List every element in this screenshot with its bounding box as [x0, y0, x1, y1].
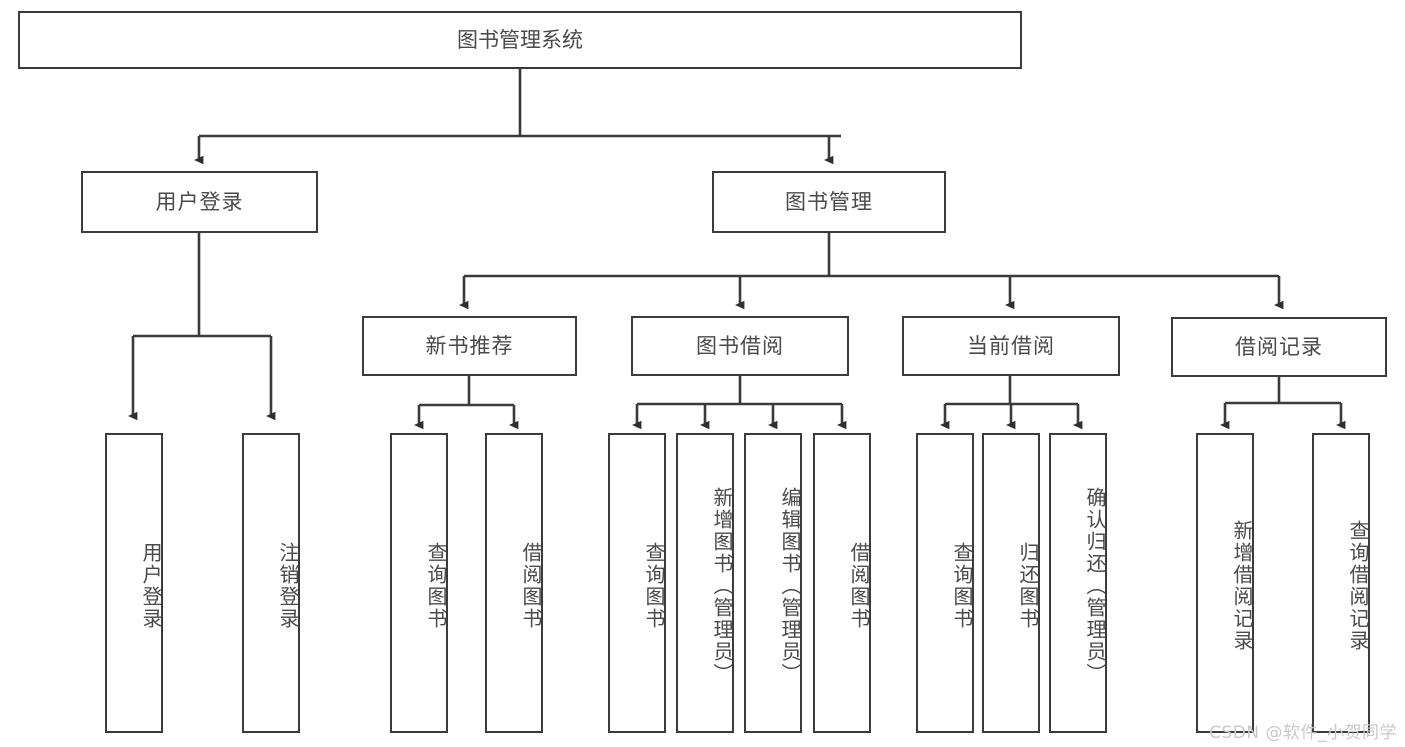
node-user-login-label: 用户登录 — [155, 189, 244, 214]
leaf-borrow-book-label: 借阅图书 — [847, 542, 871, 630]
node-borrow-record-label: 借阅记录 — [1235, 334, 1323, 359]
leaf-add-borrow-record-label: 新增借阅记录 — [1230, 520, 1254, 652]
leaf-borrow-book-recommend[interactable]: 借阅图书 — [485, 433, 543, 733]
leaf-add-borrow-record[interactable]: 新增借阅记录 — [1196, 433, 1254, 733]
node-current-borrow[interactable]: 当前借阅 — [902, 316, 1120, 376]
leaf-query-book-recommend-label: 查询图书 — [424, 542, 448, 630]
node-borrow-record[interactable]: 借阅记录 — [1171, 317, 1387, 377]
leaf-borrow-book-recommend-label: 借阅图书 — [519, 542, 543, 630]
node-book-borrow[interactable]: 图书借阅 — [631, 316, 849, 376]
node-new-book-recommend[interactable]: 新书推荐 — [362, 316, 577, 376]
leaf-user-login-label: 用户登录 — [139, 542, 163, 630]
leaf-add-book-admin-label: 新增图书（管理员） — [710, 487, 734, 685]
leaf-query-book-current-label: 查询图书 — [950, 542, 974, 630]
leaf-edit-book-admin[interactable]: 编辑图书（管理员） — [744, 433, 802, 733]
node-root-label: 图书管理系统 — [457, 27, 583, 52]
leaf-edit-book-admin-label: 编辑图书（管理员） — [778, 487, 802, 685]
node-book-management-label: 图书管理 — [785, 189, 873, 214]
leaf-borrow-book[interactable]: 借阅图书 — [813, 433, 871, 733]
leaf-query-book-recommend[interactable]: 查询图书 — [390, 433, 448, 733]
leaf-query-borrow-record-label: 查询借阅记录 — [1346, 520, 1370, 652]
node-book-borrow-label: 图书借阅 — [696, 333, 784, 358]
leaf-return-book-label: 归还图书 — [1016, 542, 1040, 630]
node-book-management[interactable]: 图书管理 — [712, 171, 946, 233]
leaf-return-book[interactable]: 归还图书 — [982, 433, 1040, 733]
leaf-logout-login-label: 注销登录 — [276, 542, 300, 630]
leaf-query-borrow-record[interactable]: 查询借阅记录 — [1312, 433, 1370, 733]
leaf-confirm-return-admin[interactable]: 确认归还（管理员） — [1049, 433, 1107, 733]
node-new-book-recommend-label: 新书推荐 — [425, 333, 514, 358]
leaf-query-book-borrow-label: 查询图书 — [642, 542, 666, 630]
node-user-login[interactable]: 用户登录 — [81, 171, 318, 233]
leaf-query-book-current[interactable]: 查询图书 — [916, 433, 974, 733]
leaf-confirm-return-admin-label: 确认归还（管理员） — [1083, 487, 1107, 685]
leaf-add-book-admin[interactable]: 新增图书（管理员） — [676, 433, 734, 733]
leaf-query-book-borrow[interactable]: 查询图书 — [608, 433, 666, 733]
node-root[interactable]: 图书管理系统 — [18, 11, 1022, 69]
leaf-logout-login[interactable]: 注销登录 — [242, 433, 300, 733]
csdn-watermark: CSDN @软件_小贺同学 — [1209, 723, 1397, 743]
leaf-user-login[interactable]: 用户登录 — [105, 433, 163, 733]
node-current-borrow-label: 当前借阅 — [967, 333, 1055, 358]
